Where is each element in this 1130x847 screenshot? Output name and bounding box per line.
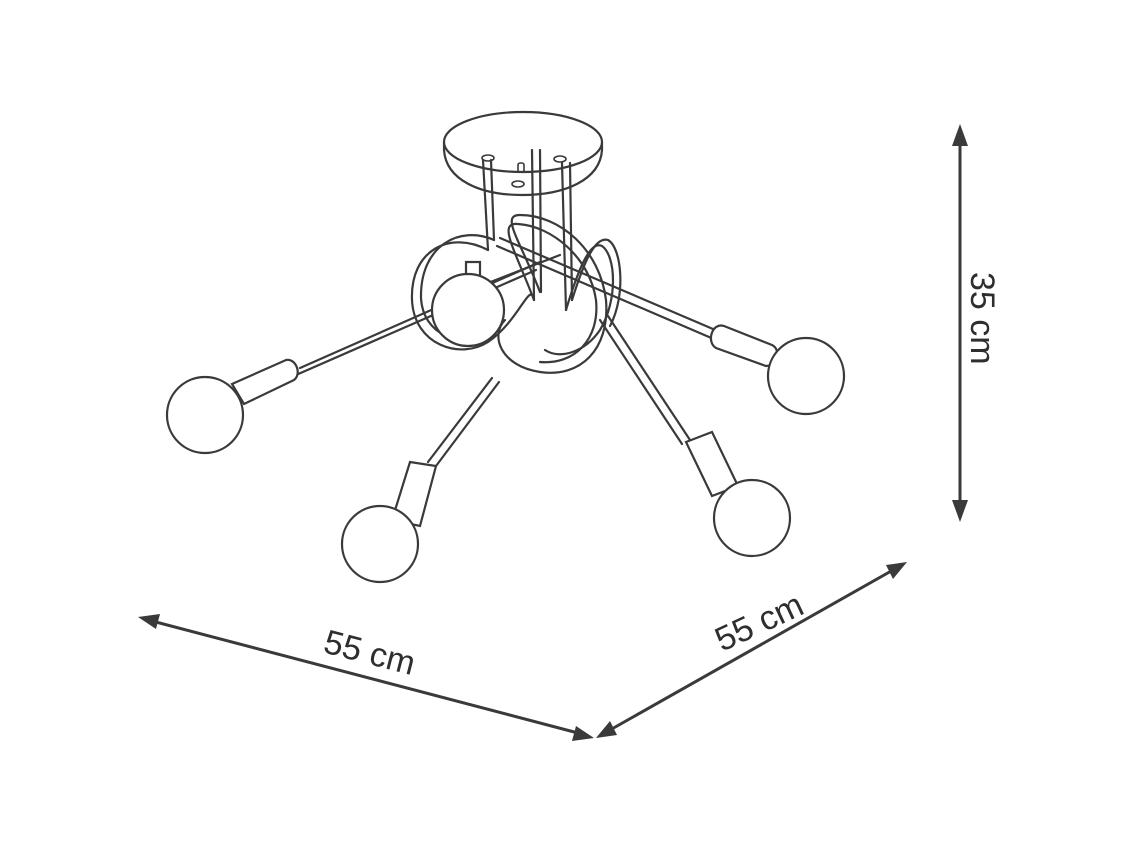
arrow-head-right: [572, 726, 594, 741]
bulb-front-left: [340, 504, 420, 584]
arrow-head-down: [952, 500, 968, 522]
arrow-head-top: [886, 562, 907, 579]
bulb-back: [430, 272, 506, 348]
arrow-head-bottom: [596, 721, 617, 738]
lamp-sockets: [230, 260, 779, 528]
height-label: 35 cm: [963, 272, 1001, 365]
arrow-head-left: [138, 614, 160, 629]
arrow-head-up: [952, 124, 968, 146]
width-label: 55 cm: [320, 623, 419, 683]
dimension-width: 55 cm: [138, 614, 594, 741]
ceiling-lamp-drawing: [165, 110, 846, 584]
dimension-height: 35 cm: [952, 124, 1001, 522]
bulb-left: [165, 375, 245, 455]
depth-label: 55 cm: [709, 586, 809, 660]
bulb-right: [766, 336, 846, 416]
bulb-front-right: [712, 478, 792, 558]
lamp-bulbs: [165, 272, 846, 584]
dimension-depth: 55 cm: [596, 562, 907, 738]
lamp-arms: [294, 236, 722, 468]
ceiling-canopy: [442, 110, 604, 197]
